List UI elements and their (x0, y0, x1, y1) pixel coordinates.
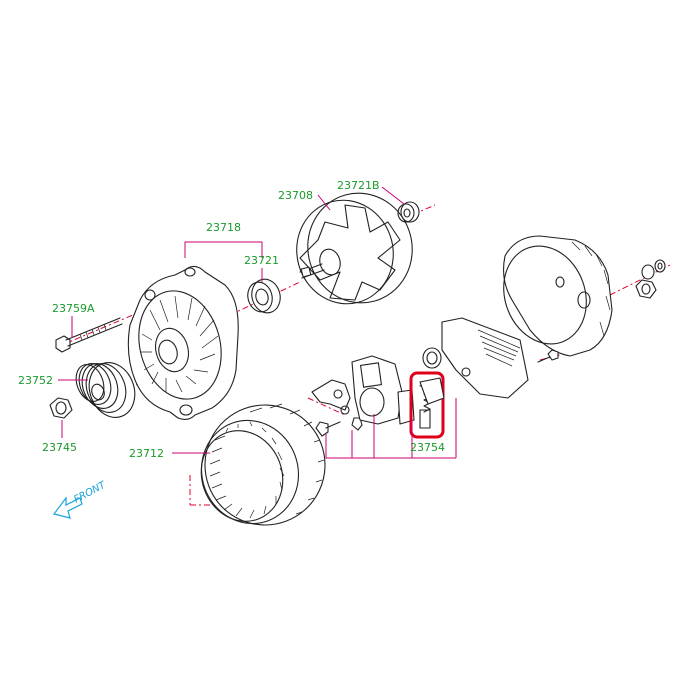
stator (200, 403, 326, 526)
front-arrow-icon (52, 496, 83, 519)
front-label: FRONT (72, 479, 108, 505)
regulator (419, 317, 529, 405)
label-23718: 23718 (206, 221, 241, 234)
highlight-box (409, 371, 445, 439)
through-bolt (55, 317, 123, 353)
label-23712: 23712 (129, 447, 164, 460)
pulley-nut (49, 397, 73, 419)
leader-lines (58, 186, 457, 459)
brush-holder-assembly (311, 355, 415, 437)
front-housing (127, 265, 239, 421)
label-23708: 23708 (278, 189, 313, 202)
pulley (75, 362, 136, 418)
label-23745: 23745 (42, 441, 77, 454)
front-direction-indicator: FRONT (52, 479, 108, 519)
label-23721: 23721 (244, 254, 279, 267)
rear-nut-set (635, 259, 666, 299)
label-23721b: 23721B (337, 179, 380, 192)
label-23759a: 23759A (52, 302, 95, 315)
rear-housing (503, 235, 613, 363)
rotor (296, 192, 413, 305)
front-bearing (247, 278, 281, 314)
label-23754: 23754 (410, 441, 445, 454)
label-23752: 23752 (18, 374, 53, 387)
rear-bearing (397, 201, 420, 223)
part-number-labels: 23708 23721B 23718 23721 23759A 23752 23… (18, 179, 445, 460)
